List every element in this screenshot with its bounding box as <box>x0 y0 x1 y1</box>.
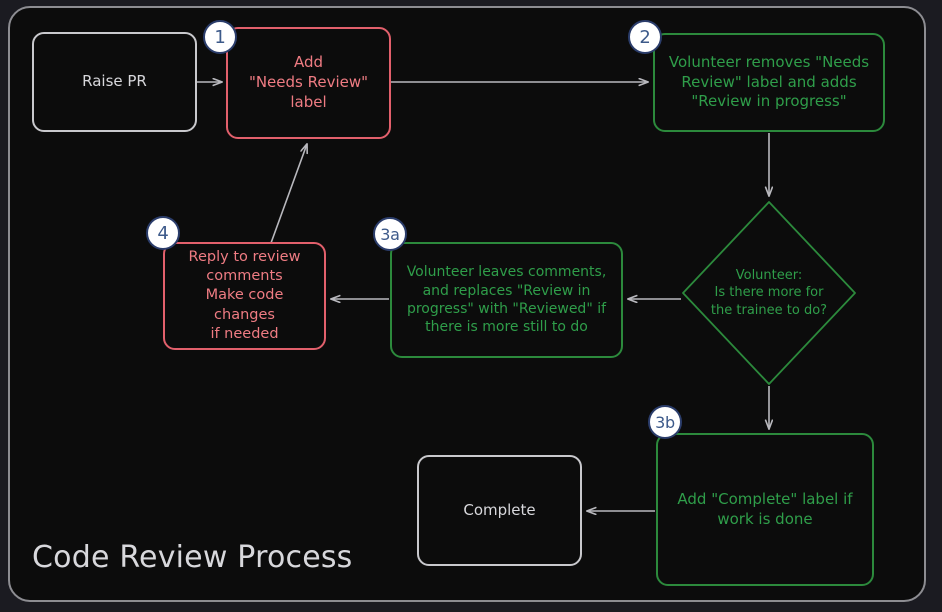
step-badge-1-label: 1 <box>214 26 226 48</box>
node-step2[interactable]: Volunteer removes "Needs Review" label a… <box>653 33 885 132</box>
step-badge-2-label: 2 <box>639 26 651 48</box>
node-complete-label: Complete <box>463 500 536 519</box>
node-step4-label: Reply to review comments Make code chang… <box>188 249 301 342</box>
node-step3a[interactable]: Volunteer leaves comments, and replaces … <box>390 242 623 358</box>
diagram-title: Code Review Process <box>32 540 353 575</box>
node-step2-label: Volunteer removes "Needs Review" label a… <box>668 52 870 111</box>
node-complete[interactable]: Complete <box>417 455 582 566</box>
step-badge-2[interactable]: 2 <box>628 20 662 54</box>
node-step4[interactable]: Reply to review comments Make code chang… <box>163 242 326 350</box>
step-badge-3b[interactable]: 3b <box>648 405 682 439</box>
step-badge-3b-label: 3b <box>655 412 675 432</box>
decision-diamond-shape <box>682 201 856 385</box>
node-step1[interactable]: Add "Needs Review" label <box>226 27 391 139</box>
node-decision-label: Volunteer: Is there more for the trainee… <box>710 267 828 318</box>
node-step3a-label: Volunteer leaves comments, and replaces … <box>406 264 607 336</box>
node-decision[interactable]: Volunteer: Is there more for the trainee… <box>681 200 857 386</box>
node-step1-label: Add "Needs Review" label <box>248 53 369 111</box>
step-badge-1[interactable]: 1 <box>203 20 237 54</box>
step-badge-3a[interactable]: 3a <box>373 217 407 251</box>
node-step3b[interactable]: Add "Complete" label if work is done <box>656 433 874 586</box>
node-step3b-label: Add "Complete" label if work is done <box>677 489 853 528</box>
step-badge-3a-label: 3a <box>380 224 400 244</box>
step-badge-4-label: 4 <box>157 222 169 244</box>
node-raise-pr-label: Raise PR <box>82 72 147 91</box>
step-badge-4[interactable]: 4 <box>146 216 180 250</box>
node-raise-pr[interactable]: Raise PR <box>32 32 197 132</box>
